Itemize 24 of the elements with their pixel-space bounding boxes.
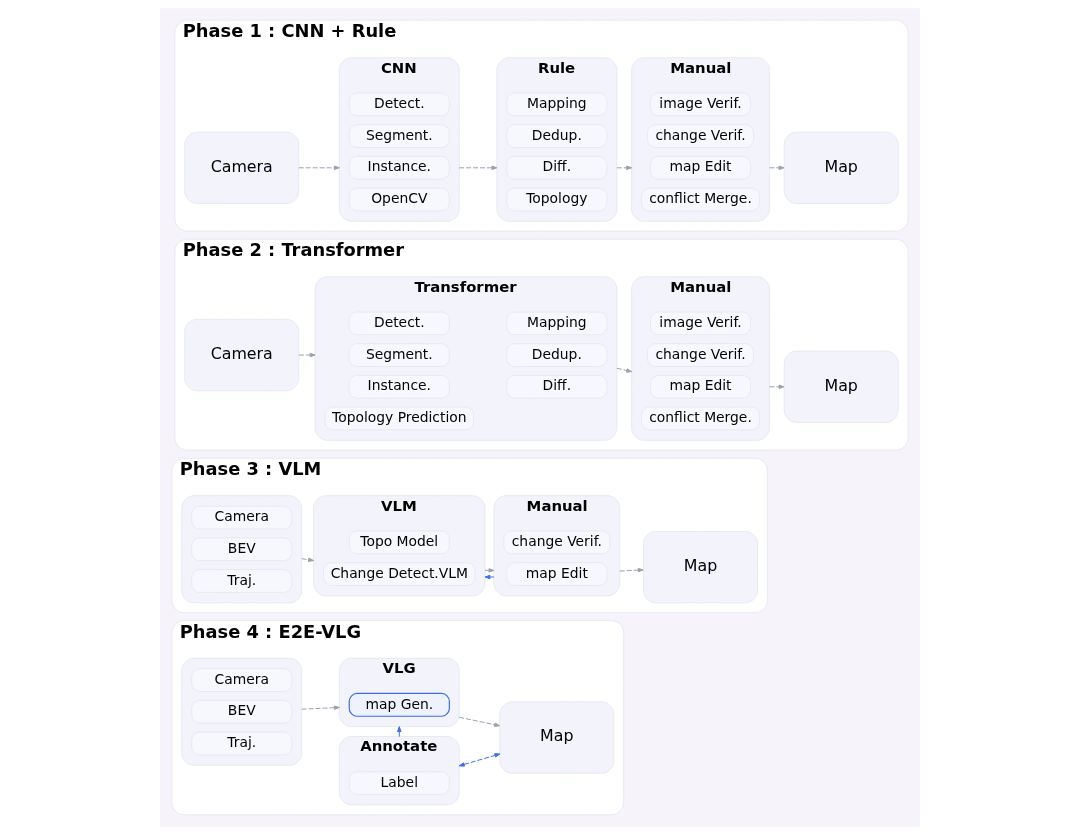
arrow bbox=[768, 384, 785, 389]
node-box: Camera bbox=[184, 131, 300, 204]
arrow bbox=[619, 567, 644, 573]
arrow bbox=[484, 568, 495, 573]
arrow bbox=[616, 367, 633, 373]
arrow bbox=[616, 165, 633, 171]
arrow bbox=[301, 705, 340, 710]
arrow bbox=[484, 574, 495, 580]
node-box: Map bbox=[643, 530, 758, 604]
arrow bbox=[458, 753, 501, 767]
arrow bbox=[397, 726, 402, 738]
node-box: Map bbox=[499, 701, 615, 774]
arrow bbox=[458, 165, 498, 171]
arrow bbox=[301, 557, 315, 562]
arrow bbox=[768, 165, 785, 171]
node-box: map Gen. bbox=[348, 692, 450, 717]
arrow bbox=[458, 716, 501, 727]
arrow bbox=[298, 352, 316, 358]
arrow bbox=[298, 165, 340, 171]
node-box: Map bbox=[783, 131, 899, 204]
node-box: Camera bbox=[184, 318, 300, 392]
cluster bbox=[181, 495, 303, 604]
node-box: Map bbox=[783, 350, 899, 423]
cluster bbox=[181, 657, 303, 766]
